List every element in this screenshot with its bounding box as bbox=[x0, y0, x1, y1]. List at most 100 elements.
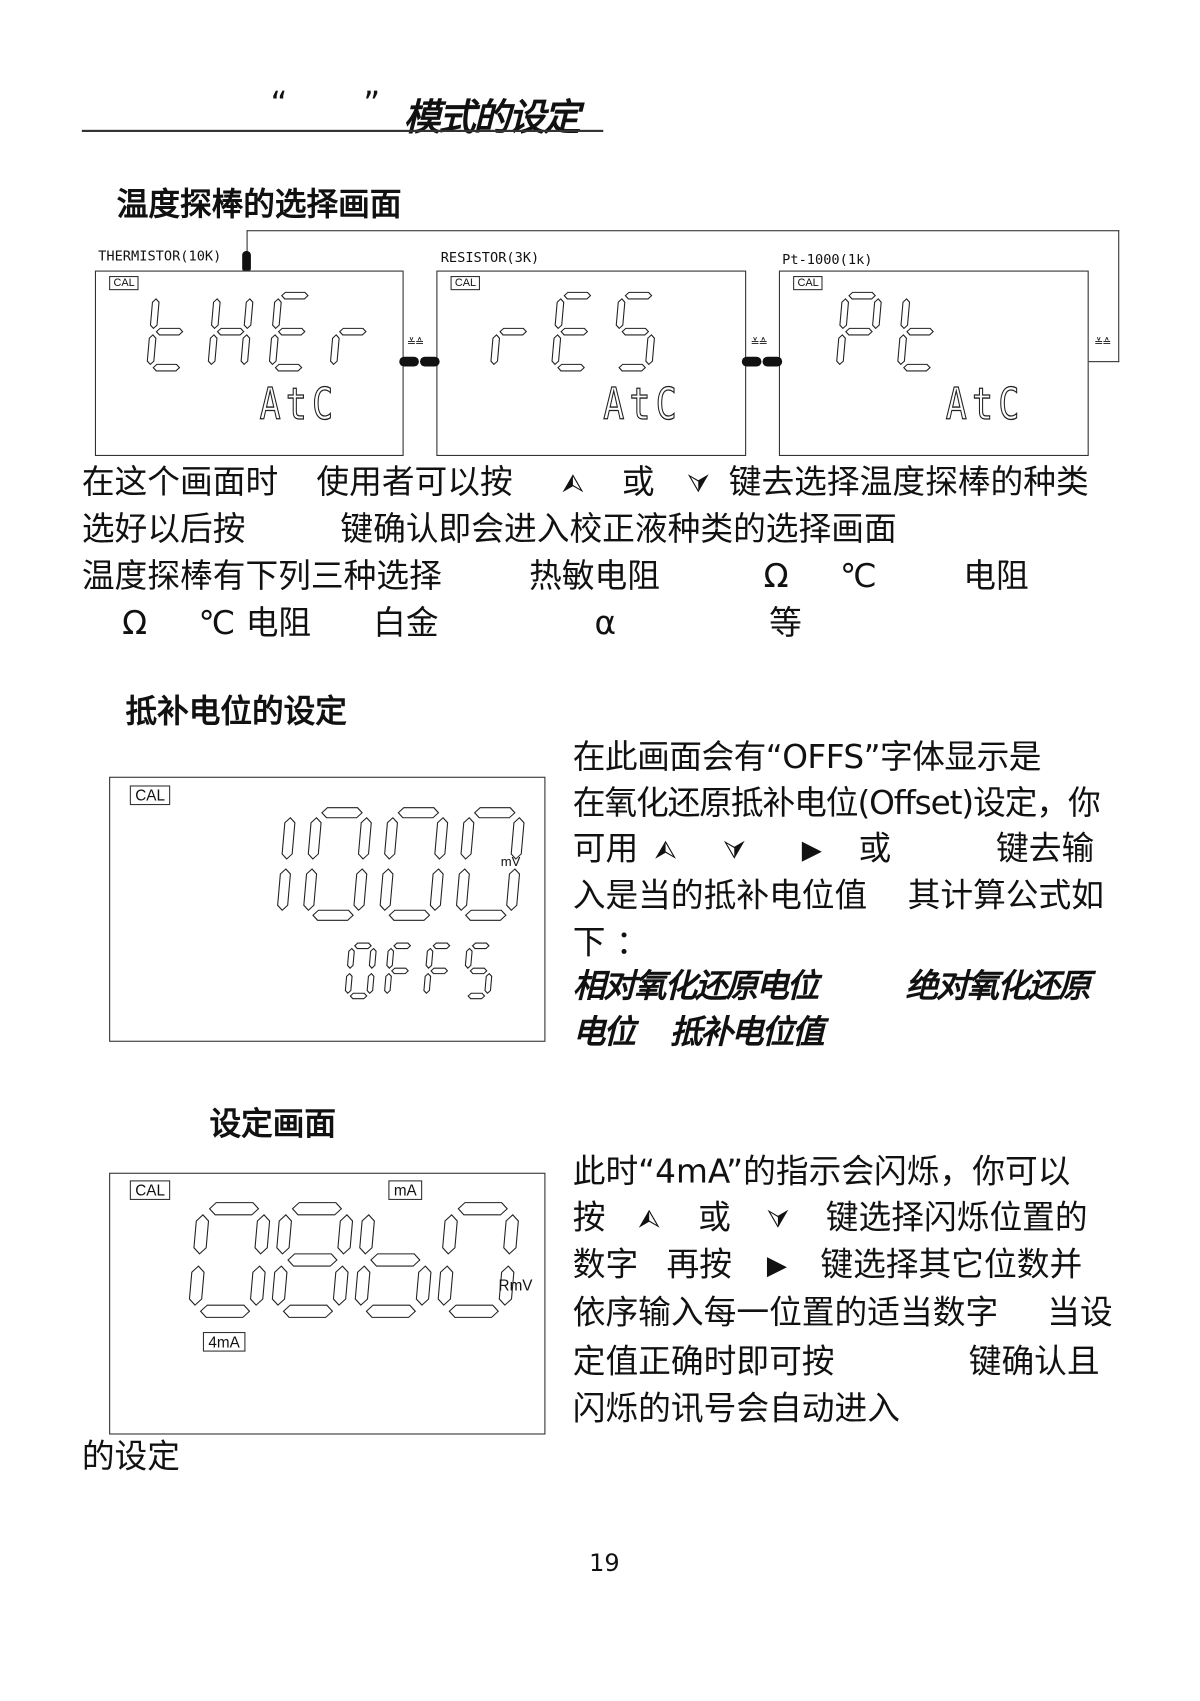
lcd-main-digits bbox=[836, 291, 973, 376]
lcd-segment bbox=[560, 327, 589, 336]
lcd-sub-digits bbox=[344, 942, 516, 1005]
unit-mv: mV bbox=[500, 854, 521, 870]
lcd-digit bbox=[271, 1202, 354, 1318]
lcd-main-digits bbox=[146, 291, 406, 376]
lcd-segment bbox=[240, 334, 251, 366]
text: 此时“4mA”的指示会闪烁，你可以 bbox=[572, 1153, 1071, 1192]
lcd-segment bbox=[216, 327, 245, 336]
cal-tag: CAL bbox=[109, 275, 140, 291]
lcd-segment bbox=[393, 942, 412, 950]
flag-4ma: 4mA bbox=[202, 1331, 246, 1352]
lcd-segment bbox=[848, 291, 876, 300]
lcd-segment bbox=[337, 1214, 354, 1255]
lcd-segment bbox=[423, 972, 432, 995]
down-key-icon: ⮛ bbox=[766, 1203, 790, 1234]
connector-dot bbox=[741, 356, 762, 367]
lcd-digit bbox=[207, 298, 254, 366]
connector-dot bbox=[399, 356, 419, 367]
connector-dot bbox=[242, 250, 251, 273]
lcd-main-digits bbox=[232, 807, 548, 924]
lcd-segment bbox=[645, 334, 655, 366]
section-heading-setting: 设定画面 bbox=[209, 1105, 337, 1143]
lcd-segment bbox=[281, 816, 296, 860]
right-key-icon: ▶ bbox=[766, 1250, 788, 1281]
connector-dot bbox=[419, 356, 440, 367]
connector-dot bbox=[762, 356, 783, 367]
lcd-segment bbox=[282, 1304, 334, 1318]
lcd-segment bbox=[434, 816, 449, 860]
lcd-segment bbox=[484, 972, 493, 995]
lcd-segment bbox=[338, 327, 367, 336]
lcd-sub-text-atc: AtC bbox=[259, 379, 339, 430]
lcd-digit bbox=[490, 327, 528, 366]
text: 数字 bbox=[572, 1245, 639, 1284]
lcd-segment bbox=[836, 334, 846, 366]
lcd-digit bbox=[836, 291, 882, 366]
text: 或 bbox=[621, 463, 655, 502]
lcd-digit bbox=[464, 942, 493, 1000]
lcd-segment bbox=[386, 947, 395, 969]
formula-text: 绝对氧化还原 bbox=[905, 967, 1090, 1006]
text: 或 bbox=[858, 830, 892, 869]
lcd-digit bbox=[379, 807, 449, 921]
lcd-segment bbox=[391, 967, 409, 975]
lcd-segment bbox=[503, 1214, 519, 1255]
lcd-segment bbox=[193, 1214, 210, 1255]
ma-tag: mA bbox=[388, 1180, 423, 1200]
lcd-segment bbox=[551, 334, 562, 366]
lcd-segment bbox=[425, 947, 434, 969]
text: 温度探棒有下列三种选择 bbox=[81, 557, 442, 596]
lcd-segment bbox=[280, 291, 309, 300]
lcd-segment bbox=[277, 868, 291, 912]
lcd-pt1000: CAL AtC bbox=[778, 270, 1089, 456]
text: 键去输 bbox=[995, 830, 1095, 869]
lcd-digit bbox=[384, 942, 412, 995]
text: 下 ： bbox=[572, 923, 649, 963]
lcd-segment bbox=[455, 868, 470, 912]
text: 键选择其它位数并 bbox=[820, 1245, 1083, 1284]
lcd-segment bbox=[621, 327, 650, 336]
lcd-segment bbox=[467, 992, 486, 1000]
lcd-digit bbox=[330, 327, 367, 366]
screen-label-pt1000: Pt-1000(1k) bbox=[782, 250, 873, 268]
lcd-sub-text-atc: AtC bbox=[603, 379, 683, 430]
lcd-segment bbox=[506, 868, 521, 912]
lcd-segment bbox=[365, 1304, 417, 1318]
lcd-segment bbox=[357, 816, 372, 860]
lcd-segment bbox=[442, 1214, 458, 1255]
lcd-segment bbox=[845, 327, 873, 336]
lcd-digit bbox=[455, 807, 525, 921]
lcd-segment bbox=[368, 947, 377, 969]
cal-tag: CAL bbox=[450, 275, 481, 291]
lcd-segment bbox=[384, 972, 392, 995]
lcd-segment bbox=[384, 816, 398, 860]
lcd-segment bbox=[271, 1265, 288, 1306]
lcd-segment bbox=[618, 363, 647, 372]
lcd-segment bbox=[349, 992, 368, 1000]
text: 在这个画面时 bbox=[81, 463, 279, 502]
lcd-segment bbox=[432, 942, 451, 950]
lcd-segment bbox=[321, 807, 363, 819]
up-key-icon: ⮙ bbox=[638, 1203, 661, 1234]
right-key-icon: ▶ bbox=[801, 834, 822, 866]
text: 选好以后按 bbox=[81, 510, 246, 549]
screen-label-thermistor: THERMISTOR(10K) bbox=[98, 247, 222, 264]
lcd-segment bbox=[498, 1265, 515, 1306]
title-open-quote: “ bbox=[270, 85, 288, 124]
lcd-digit bbox=[303, 807, 372, 921]
lcd-digit bbox=[344, 942, 377, 1000]
lcd-segment bbox=[354, 1265, 371, 1306]
lcd-segment bbox=[464, 947, 473, 969]
lcd-segment bbox=[437, 1265, 454, 1306]
section-heading-offset: 抵补电位的设定 bbox=[125, 692, 347, 730]
lcd-segment bbox=[199, 1304, 251, 1318]
text: 等 bbox=[769, 604, 802, 643]
cal-tag: CAL bbox=[129, 785, 171, 806]
lcd-segment bbox=[146, 334, 157, 366]
lcd-segment bbox=[366, 972, 375, 995]
formula-text: 抵补电位值 bbox=[669, 1013, 825, 1052]
lcd-segment bbox=[379, 868, 394, 912]
title-underline bbox=[81, 129, 604, 132]
lcd-segment bbox=[303, 868, 318, 912]
section-heading-probe: 温度探棒的选择画面 bbox=[116, 185, 402, 223]
